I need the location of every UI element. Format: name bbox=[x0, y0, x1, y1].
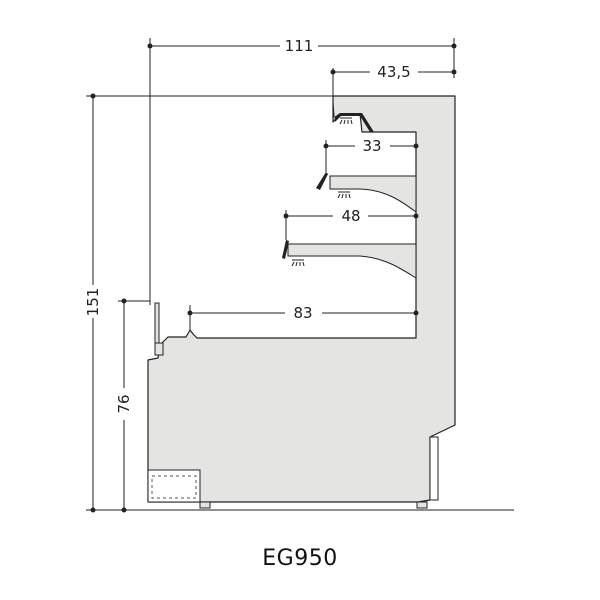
front-handle bbox=[154, 342, 164, 356]
lower-shelf bbox=[287, 243, 417, 279]
dim-total-width: 111 bbox=[147, 37, 457, 305]
dim-base-depth-label: 83 bbox=[293, 304, 312, 322]
upper-shelf bbox=[329, 175, 417, 213]
lower-shelf-lip bbox=[282, 240, 289, 259]
foot-front bbox=[199, 501, 211, 509]
lamp-icon bbox=[339, 117, 353, 125]
cabinet-body bbox=[147, 95, 456, 503]
dim-total-height-label: 151 bbox=[84, 288, 102, 317]
rear-panel bbox=[429, 436, 439, 501]
dim-base-depth: 83 bbox=[187, 304, 419, 330]
dim-base-height: 76 bbox=[115, 298, 150, 513]
base-compartment bbox=[147, 469, 201, 503]
dim-total-width-label: 111 bbox=[285, 37, 314, 55]
model-name: EG950 bbox=[262, 546, 338, 571]
dim-lower-shelf: 48 bbox=[283, 207, 419, 240]
foot-rear bbox=[416, 501, 428, 509]
lamp-icon bbox=[291, 259, 305, 267]
upper-shelf-lip bbox=[316, 172, 328, 190]
front-bumper bbox=[154, 302, 160, 344]
dim-total-height: 151 bbox=[84, 93, 333, 513]
canopy-lip bbox=[333, 96, 374, 132]
dim-lower-shelf-label: 48 bbox=[341, 207, 360, 225]
dim-upper-shelf-label: 33 bbox=[362, 137, 381, 155]
lamp-icon bbox=[337, 191, 351, 199]
dim-top-depth: 43,5 bbox=[330, 63, 457, 96]
dim-upper-shelf: 33 bbox=[323, 137, 419, 172]
dim-base-height-label: 76 bbox=[115, 394, 133, 413]
dim-top-depth-label: 43,5 bbox=[377, 63, 410, 81]
